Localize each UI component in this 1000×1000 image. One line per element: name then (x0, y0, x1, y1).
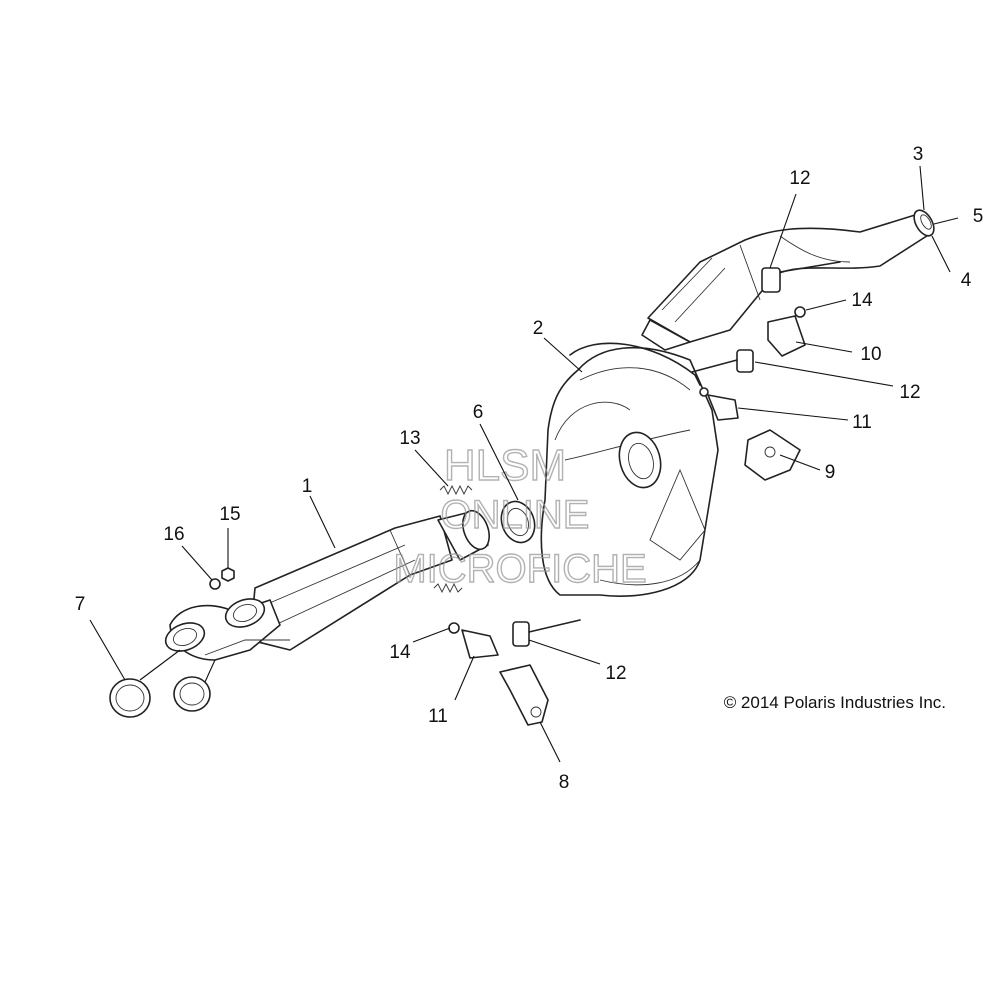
seal-ring (500, 500, 536, 544)
callout-1: 1 (302, 476, 313, 497)
bracket-9 (744, 429, 801, 481)
callout-11-right: 11 (852, 412, 872, 433)
callout-16: 16 (163, 524, 184, 545)
muffler (540, 342, 719, 598)
watermark-line1: HLSM (444, 441, 566, 490)
callout-8: 8 (559, 772, 570, 793)
watermark: HLSM ONLINE MICROFICHE (393, 440, 648, 591)
nut-16 (209, 578, 221, 590)
callout-15: 15 (219, 504, 240, 525)
tail-pipe (641, 209, 935, 351)
callout-9: 9 (825, 462, 836, 483)
bracket-10 (767, 315, 806, 357)
callout-4: 4 (961, 270, 972, 291)
spring-upper (439, 484, 473, 496)
bracket-8 (499, 664, 549, 726)
callout-2: 2 (533, 318, 544, 339)
callout-12-lower: 12 (605, 663, 626, 684)
bolt-14-upper (794, 306, 806, 318)
callout-14-lower: 14 (389, 642, 411, 663)
isolator-right (736, 349, 754, 373)
isolator-upper (761, 267, 781, 293)
copyright-notice: © 2014 Polaris Industries Inc. (724, 693, 946, 712)
callout-12-upper: 12 (789, 168, 810, 189)
bolt-14-lower (448, 622, 460, 634)
nuts (209, 567, 235, 590)
isolator-lower (512, 621, 530, 647)
watermark-line2: ONLINE (441, 493, 590, 537)
spring-lower (433, 582, 463, 594)
callout-7: 7 (75, 594, 86, 615)
nut-15 (221, 567, 235, 582)
callout-14-upper: 14 (851, 290, 873, 311)
leader-lines (89, 165, 959, 763)
clip-11-lower (461, 629, 499, 659)
springs (433, 484, 473, 594)
callout-6: 6 (473, 402, 484, 423)
callout-12-right: 12 (899, 382, 920, 403)
callout-13: 13 (399, 428, 420, 449)
callout-10: 10 (860, 344, 881, 365)
header-pipe (164, 509, 490, 661)
gasket-right (173, 676, 211, 712)
watermark-line3: MICROFICHE (393, 547, 646, 591)
callout-5: 5 (973, 206, 984, 227)
gaskets (109, 676, 211, 718)
callout-labels: 3 5 4 12 14 10 12 11 9 2 6 13 1 15 16 7 … (75, 144, 984, 793)
clip-11-right (707, 394, 739, 421)
callout-3: 3 (913, 144, 924, 165)
mount-hardware (448, 261, 841, 726)
callout-11-lower: 11 (428, 706, 448, 727)
